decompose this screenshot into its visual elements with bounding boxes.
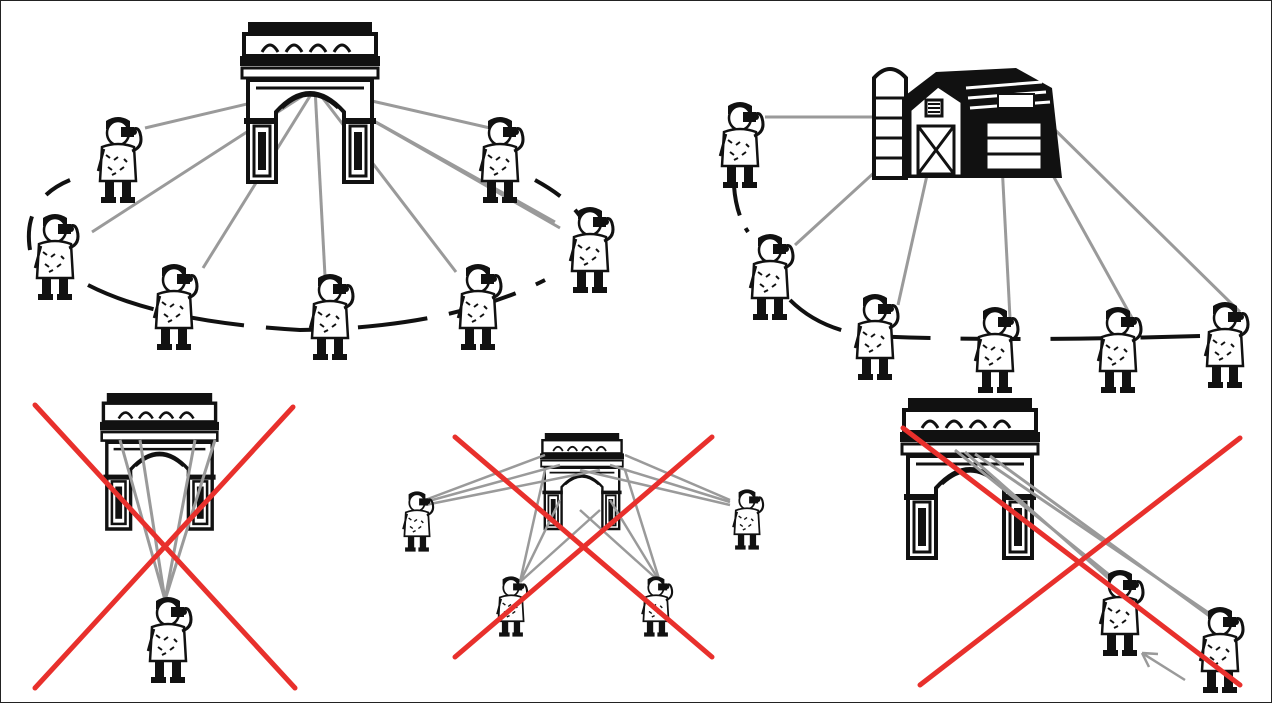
photographer-icon	[146, 595, 193, 685]
barn-icon	[872, 66, 1064, 180]
photographer-icon	[1096, 305, 1143, 395]
panel-arch-pair-moving	[898, 396, 1245, 695]
photographer-icon	[718, 100, 765, 190]
arrow-icon	[1140, 651, 1186, 682]
photographer-icon	[748, 232, 795, 322]
photographer-icon	[640, 575, 674, 638]
panel-arch-single	[32, 391, 298, 691]
arch-icon	[238, 20, 382, 184]
panel-arch-four	[401, 431, 765, 660]
photographer-icon	[456, 262, 503, 352]
photographer-icon	[96, 115, 143, 205]
photographer-icon	[478, 115, 525, 205]
photographer-icon	[401, 490, 435, 553]
photographer-icon	[973, 305, 1020, 395]
photographer-icon	[568, 205, 615, 295]
panel-barn-arc	[718, 66, 1250, 395]
red-x-icon	[900, 425, 1243, 688]
photographer-icon	[308, 272, 355, 362]
sight-lines	[424, 453, 731, 583]
photographer-icon	[1203, 300, 1250, 390]
photographer-icon	[33, 212, 80, 302]
photographer-icon	[853, 292, 900, 382]
panel-arch-circle	[26, 20, 615, 362]
red-x-icon	[32, 402, 298, 691]
photographer-icon	[152, 262, 199, 352]
photographer-icon	[731, 488, 765, 551]
red-x-icon	[452, 434, 715, 660]
